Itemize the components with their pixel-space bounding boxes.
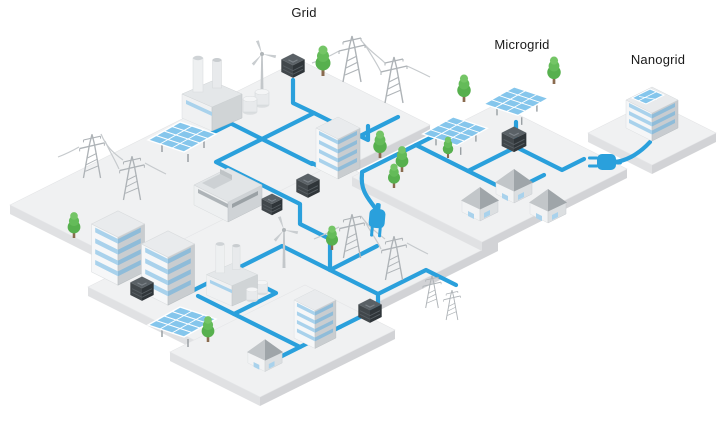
transmission-tower <box>443 289 461 321</box>
office-building <box>293 289 337 349</box>
plug-connections-layer <box>359 154 622 238</box>
microgrid-label: Microgrid <box>494 37 550 52</box>
grid-label: Grid <box>291 5 317 20</box>
office-building <box>315 116 361 180</box>
nanogrid-label: Nanogrid <box>630 52 686 67</box>
tower-wire <box>57 146 80 158</box>
tower-wire <box>360 39 386 64</box>
tower-wire <box>144 162 167 175</box>
tree <box>547 56 561 84</box>
grid-platform-tile-bottom <box>169 284 396 406</box>
tower-wire <box>100 133 124 161</box>
power-line <box>327 267 459 297</box>
transmission-tower <box>338 35 366 83</box>
power-line <box>255 180 333 273</box>
tower-wire <box>406 242 429 255</box>
office-building <box>90 210 145 286</box>
tower-wire <box>406 65 431 78</box>
power-line <box>359 142 519 175</box>
power-line <box>290 77 317 116</box>
storage-tank <box>242 95 258 116</box>
tower-wire <box>313 226 340 240</box>
tower-wire <box>364 44 382 73</box>
power-line <box>327 243 380 273</box>
power-line <box>513 144 587 173</box>
storage-tank <box>256 280 268 296</box>
transmission-tower <box>380 56 408 104</box>
power-line <box>259 136 315 167</box>
power-plant <box>181 55 243 132</box>
plug-cable <box>359 171 378 211</box>
storage-tank <box>246 287 258 303</box>
tower-wires-layer <box>57 39 431 255</box>
tree <box>457 74 471 102</box>
